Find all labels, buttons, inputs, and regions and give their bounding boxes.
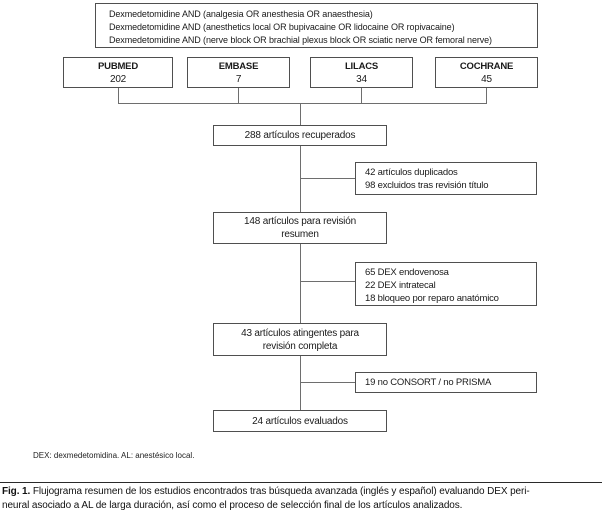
connector-full-to-evaluated <box>300 356 301 410</box>
node-retrieved-box: 288 artículos recuperados <box>213 125 387 146</box>
connector-stub-embase <box>238 88 239 103</box>
database-count: 7 <box>235 74 242 85</box>
search-strategy-box: Dexmedetomidine AND (analgesia OR anesth… <box>95 3 538 48</box>
database-box-pubmed: PUBMED 202 <box>63 57 173 88</box>
database-name: LILACS <box>344 61 379 72</box>
node-full-review-box: 43 artículos atingentes para revisión co… <box>213 323 387 356</box>
database-box-lilacs: LILACS 34 <box>310 57 413 88</box>
database-name: EMBASE <box>218 61 259 72</box>
caption-label: Fig. 1. <box>2 486 31 497</box>
exclusion-noreporting-box: 19 no CONSORT / no PRISMA <box>355 372 537 393</box>
node-full-review-line: 43 artículos atingentes para <box>241 327 359 339</box>
connector-abstract-to-full <box>300 244 301 323</box>
node-evaluated-box: 24 artículos evaluados <box>213 410 387 432</box>
connector-stub-lilacs <box>361 88 362 103</box>
connector-drop-to-retrieved <box>300 103 301 125</box>
connector-branch-duplicates <box>300 178 355 179</box>
exclusion-line: 42 artículos duplicados <box>365 167 458 178</box>
exclusion-line: 98 excluidos tras revisión título <box>365 180 489 191</box>
connector-stub-cochrane <box>486 88 487 103</box>
node-abstract-review-box: 148 artículos para revisión resumen <box>213 212 387 244</box>
search-strategy-line: Dexmedetomidine AND (nerve block OR brac… <box>109 35 492 45</box>
figure-caption: Fig. 1. Flujograma resumen de los estudi… <box>2 485 600 513</box>
exclusion-notpertinent-box: 65 DEX endovenosa 22 DEX intratecal 18 b… <box>355 262 537 306</box>
connector-retrieved-to-abstract <box>300 146 301 212</box>
node-full-review-line: revisión completa <box>262 340 338 352</box>
exclusion-duplicates-box: 42 artículos duplicados 98 excluidos tra… <box>355 162 537 195</box>
exclusion-line: 65 DEX endovenosa <box>365 267 449 278</box>
exclusion-line: 18 bloqueo por reparo anatómico <box>365 293 499 304</box>
caption-line-1: Fig. 1. Flujograma resumen de los estudi… <box>2 485 600 499</box>
caption-line-2: neural asociado a AL de larga duración, … <box>2 499 600 513</box>
exclusion-line: 22 DEX intratecal <box>365 280 436 291</box>
caption-separator <box>0 482 602 483</box>
connector-stub-pubmed <box>118 88 119 103</box>
database-name: PUBMED <box>98 61 138 72</box>
caption-text-1: Flujograma resumen de los estudios encon… <box>30 486 530 497</box>
node-abstract-review-line: resumen <box>281 229 319 240</box>
database-box-embase: EMBASE 7 <box>187 57 290 88</box>
connector-bus <box>118 103 487 104</box>
connector-branch-noreporting <box>300 382 355 383</box>
search-strategy-line: Dexmedetomidine AND (anesthetics local O… <box>109 22 455 32</box>
database-name: COCHRANE <box>459 61 514 72</box>
search-strategy-line: Dexmedetomidine AND (analgesia OR anesth… <box>109 9 373 19</box>
figure-footnote: DEX: dexmedetomidina. AL: anestésico loc… <box>33 451 195 460</box>
node-retrieved-label: 288 artículos recuperados <box>244 130 356 141</box>
connector-branch-notpertinent <box>300 281 355 282</box>
caption-text-2: neural asociado a AL de larga duración, … <box>2 500 463 511</box>
node-abstract-review-line: 148 artículos para revisión <box>244 216 356 227</box>
exclusion-line: 19 no CONSORT / no PRISMA <box>365 377 492 388</box>
database-count: 45 <box>481 74 492 85</box>
database-count: 34 <box>356 74 367 85</box>
database-box-cochrane: COCHRANE 45 <box>435 57 538 88</box>
database-count: 202 <box>109 74 127 85</box>
node-evaluated-label: 24 artículos evaluados <box>252 415 348 427</box>
